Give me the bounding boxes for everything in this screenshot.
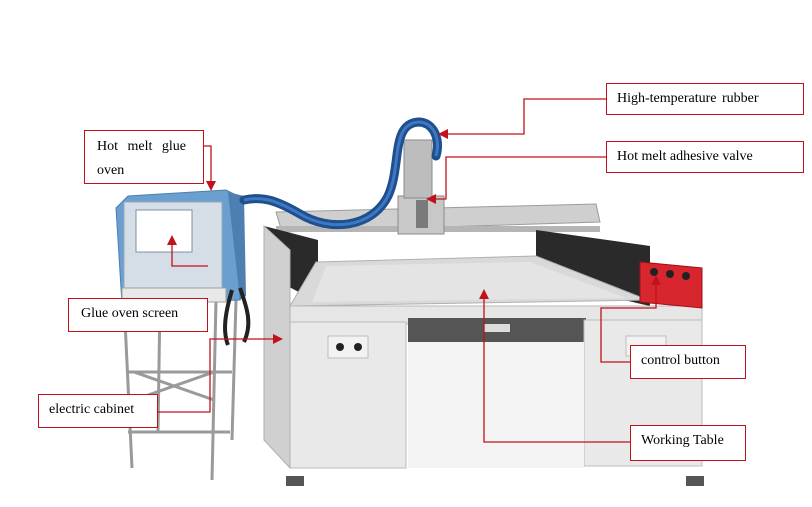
label-control-button: control button [630, 345, 746, 379]
label-glue-oven-screen: Glue oven screen [68, 298, 208, 332]
label-hot-melt-adhesive-valve: Hot melt adhesive valve [606, 141, 804, 173]
label-high-temperature-rubber: High-temperature rubber [606, 83, 804, 115]
label-working-table: Working Table [630, 425, 746, 461]
adhesive-valve [397, 139, 445, 235]
control-panel [639, 261, 703, 309]
label-hot-melt-glue-oven: Hot melt glue oven [84, 130, 204, 184]
machine-frame [263, 203, 704, 486]
glue-oven [115, 189, 246, 305]
label-electric-cabinet: electric cabinet [38, 394, 158, 428]
hose-inner [243, 120, 439, 227]
leader-lines [158, 98, 657, 443]
leader-arrowheads [167, 129, 661, 344]
oven-cables [223, 287, 251, 346]
